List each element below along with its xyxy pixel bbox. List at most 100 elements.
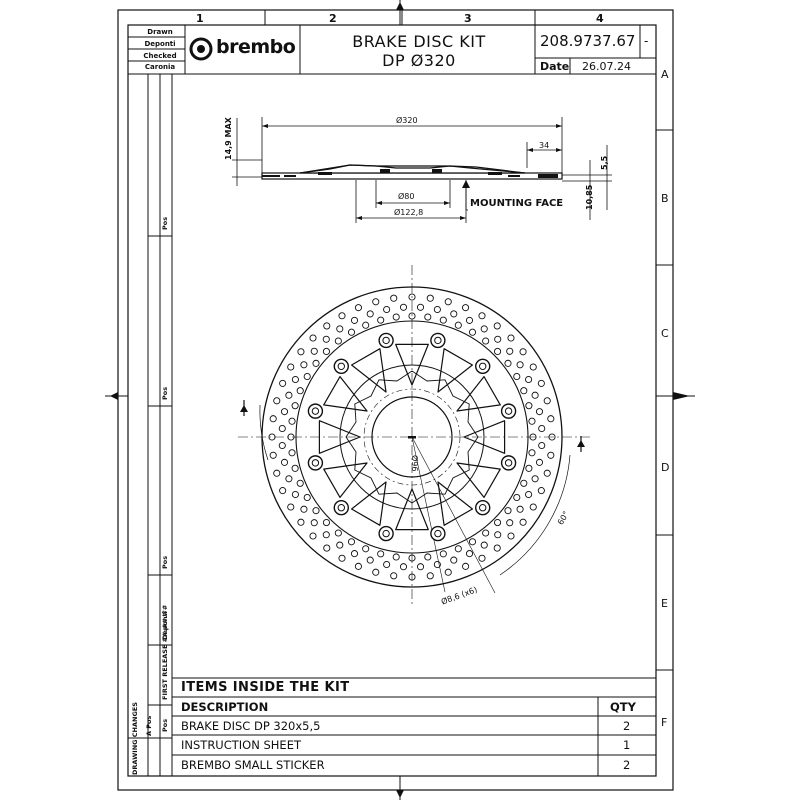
drilled-hole <box>291 464 299 472</box>
carrier-window <box>456 376 501 412</box>
drilled-hole <box>547 415 555 423</box>
drilled-hole <box>350 316 359 324</box>
drilled-hole <box>392 553 400 561</box>
floating-button-center <box>434 336 442 345</box>
floating-button <box>307 455 324 471</box>
drilled-hole <box>454 321 462 329</box>
kit-col-qty: QTY <box>610 700 636 714</box>
drilled-hole <box>454 545 462 553</box>
drilled-hole <box>462 562 470 570</box>
drilled-hole <box>347 328 356 336</box>
drilled-hole <box>285 475 293 483</box>
drilled-hole <box>297 348 305 356</box>
part-number: 208.9737.67 <box>540 32 636 50</box>
drilled-hole <box>300 361 308 369</box>
floating-button <box>430 525 446 542</box>
drilled-hole <box>480 541 488 549</box>
kit-item-description: BREMBO SMALL STICKER <box>181 758 325 772</box>
drilled-hole <box>529 433 537 441</box>
carrier-window <box>351 348 387 393</box>
drilled-hole <box>543 469 551 477</box>
drilled-hole <box>520 387 528 395</box>
revision-mark: - <box>644 34 649 48</box>
drilled-hole <box>439 550 447 558</box>
drilled-hole <box>525 402 533 410</box>
floating-button <box>378 525 394 542</box>
column-number-4: 4 <box>596 12 604 25</box>
drilled-hole <box>482 337 490 345</box>
drilled-hole <box>494 347 502 355</box>
drilled-hole <box>399 303 408 311</box>
drilled-hole <box>537 487 545 495</box>
row-letter-d: D <box>661 461 670 474</box>
brembo-logo-icon <box>189 37 213 61</box>
carrier-window <box>395 343 429 386</box>
drilled-hole <box>280 458 289 466</box>
carrier-window <box>437 481 473 526</box>
drilled-hole <box>529 503 537 511</box>
drilled-hole <box>310 519 318 527</box>
drilled-hole <box>372 298 380 306</box>
kit-title: ITEMS INSIDE THE KIT <box>181 680 350 695</box>
drilled-hole <box>535 408 544 416</box>
drilled-hole <box>310 347 318 355</box>
row-letter-e: E <box>661 597 668 610</box>
drilled-hole <box>347 538 356 546</box>
row-letter-f: F <box>661 716 668 729</box>
floating-button-center <box>479 504 487 512</box>
drilled-hole <box>535 458 544 466</box>
column-number-3: 3 <box>464 12 472 25</box>
drilled-hole <box>300 505 308 513</box>
floating-button-center <box>504 459 513 467</box>
floating-button <box>307 403 324 419</box>
drilled-hole <box>426 294 434 302</box>
carrier-window <box>395 488 429 531</box>
drilled-hole <box>383 560 391 569</box>
drilled-hole <box>372 568 380 576</box>
floating-button <box>500 455 517 471</box>
drilled-hole <box>287 363 295 371</box>
drilled-hole <box>288 417 296 425</box>
floating-button-center <box>311 459 320 467</box>
drilled-hole <box>278 424 286 433</box>
drilled-hole <box>285 391 293 399</box>
drilled-hole <box>513 493 521 502</box>
drilled-hole <box>288 449 296 457</box>
drilled-hole <box>312 359 320 367</box>
carrier-window <box>351 481 387 526</box>
drawing-title: BRAKE DISC KIT <box>352 32 486 51</box>
drilled-hole <box>547 451 555 459</box>
drilled-hole <box>350 550 359 558</box>
drilled-hole <box>291 402 299 410</box>
drilled-hole <box>548 433 556 441</box>
drilled-hole <box>390 572 398 580</box>
drilled-hole <box>468 538 477 546</box>
mounting-face-label: MOUNTING FACE <box>470 198 564 209</box>
drilled-hole <box>279 487 287 495</box>
drilled-hole <box>296 387 304 395</box>
floating-button <box>333 358 349 374</box>
drilled-hole <box>323 544 331 552</box>
drilled-hole <box>408 293 416 301</box>
drilled-hole <box>399 563 408 571</box>
drilled-hole <box>444 298 452 306</box>
drilled-hole <box>424 553 432 561</box>
drilled-hole <box>334 337 342 345</box>
drilled-hole <box>366 556 374 564</box>
drilled-hole <box>362 321 370 329</box>
drilled-hole <box>537 379 545 387</box>
drilled-hole <box>287 503 295 511</box>
drilled-hole <box>273 397 281 405</box>
drilled-hole <box>377 550 385 558</box>
floating-button-center <box>382 529 390 538</box>
kit-item-description: INSTRUCTION SHEET <box>181 738 301 752</box>
header-checked-name: Caronia <box>144 63 176 71</box>
dim-pcd: Ø96 <box>410 455 419 472</box>
drilled-hole <box>309 532 317 540</box>
floating-button <box>430 332 446 349</box>
drilled-hole <box>269 451 277 459</box>
header-drawn-label: Drawn <box>147 28 173 36</box>
